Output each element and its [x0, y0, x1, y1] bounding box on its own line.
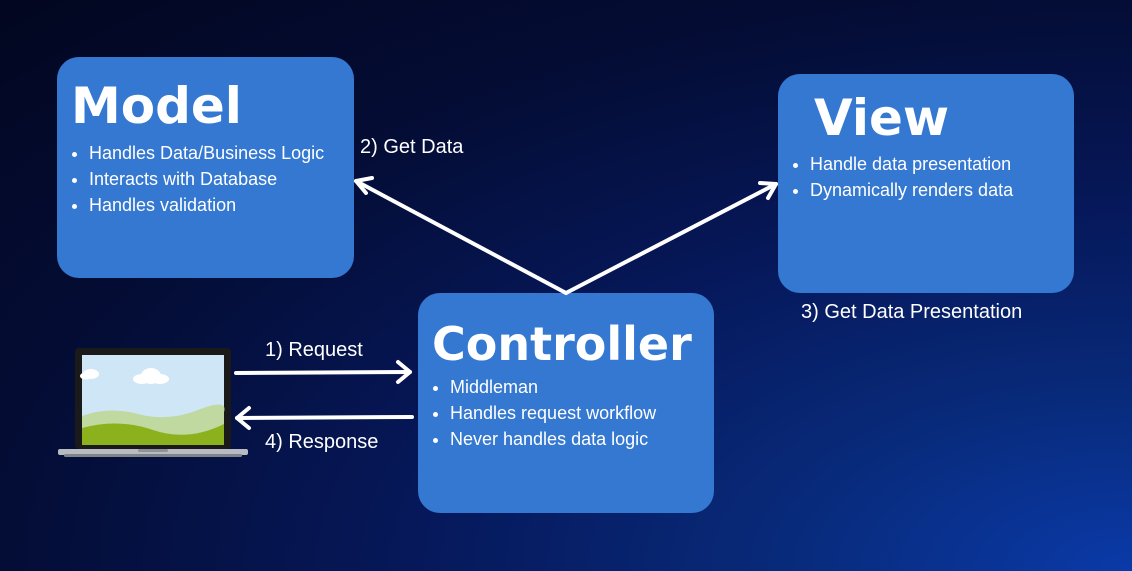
view-bullet: Handle data presentation — [810, 151, 1013, 177]
view-title: View — [814, 89, 950, 147]
arrow-to-model — [354, 176, 568, 295]
laptop-icon — [58, 348, 248, 457]
controller-bullet: Middleman — [450, 374, 656, 400]
model-box: Model Handles Data/Business Logic Intera… — [57, 57, 354, 278]
model-bullet: Handles validation — [89, 192, 324, 218]
view-box: View Handle data presentation Dynamicall… — [778, 74, 1074, 293]
model-bullet-list: Handles Data/Business Logic Interacts wi… — [71, 140, 324, 218]
request-label: 1) Request — [265, 339, 363, 361]
controller-box: Controller Middleman Handles request wor… — [418, 293, 714, 513]
controller-bullet-list: Middleman Handles request workflow Never… — [432, 374, 656, 452]
get-presentation-label: 3) Get Data Presentation — [801, 301, 1023, 323]
request-arrow — [234, 360, 412, 384]
get-data-label: 2) Get Data — [360, 136, 464, 158]
controller-title: Controller — [432, 317, 692, 371]
response-label: 4) Response — [265, 431, 379, 453]
view-bullet: Dynamically renders data — [810, 177, 1013, 203]
view-bullet-list: Handle data presentation Dynamically ren… — [792, 151, 1013, 203]
arrow-to-view — [564, 181, 778, 295]
controller-bullet: Never handles data logic — [450, 426, 656, 452]
model-bullet: Interacts with Database — [89, 166, 324, 192]
model-title: Model — [71, 77, 242, 135]
response-arrow — [235, 406, 414, 430]
controller-bullet: Handles request workflow — [450, 400, 656, 426]
model-bullet: Handles Data/Business Logic — [89, 140, 324, 166]
